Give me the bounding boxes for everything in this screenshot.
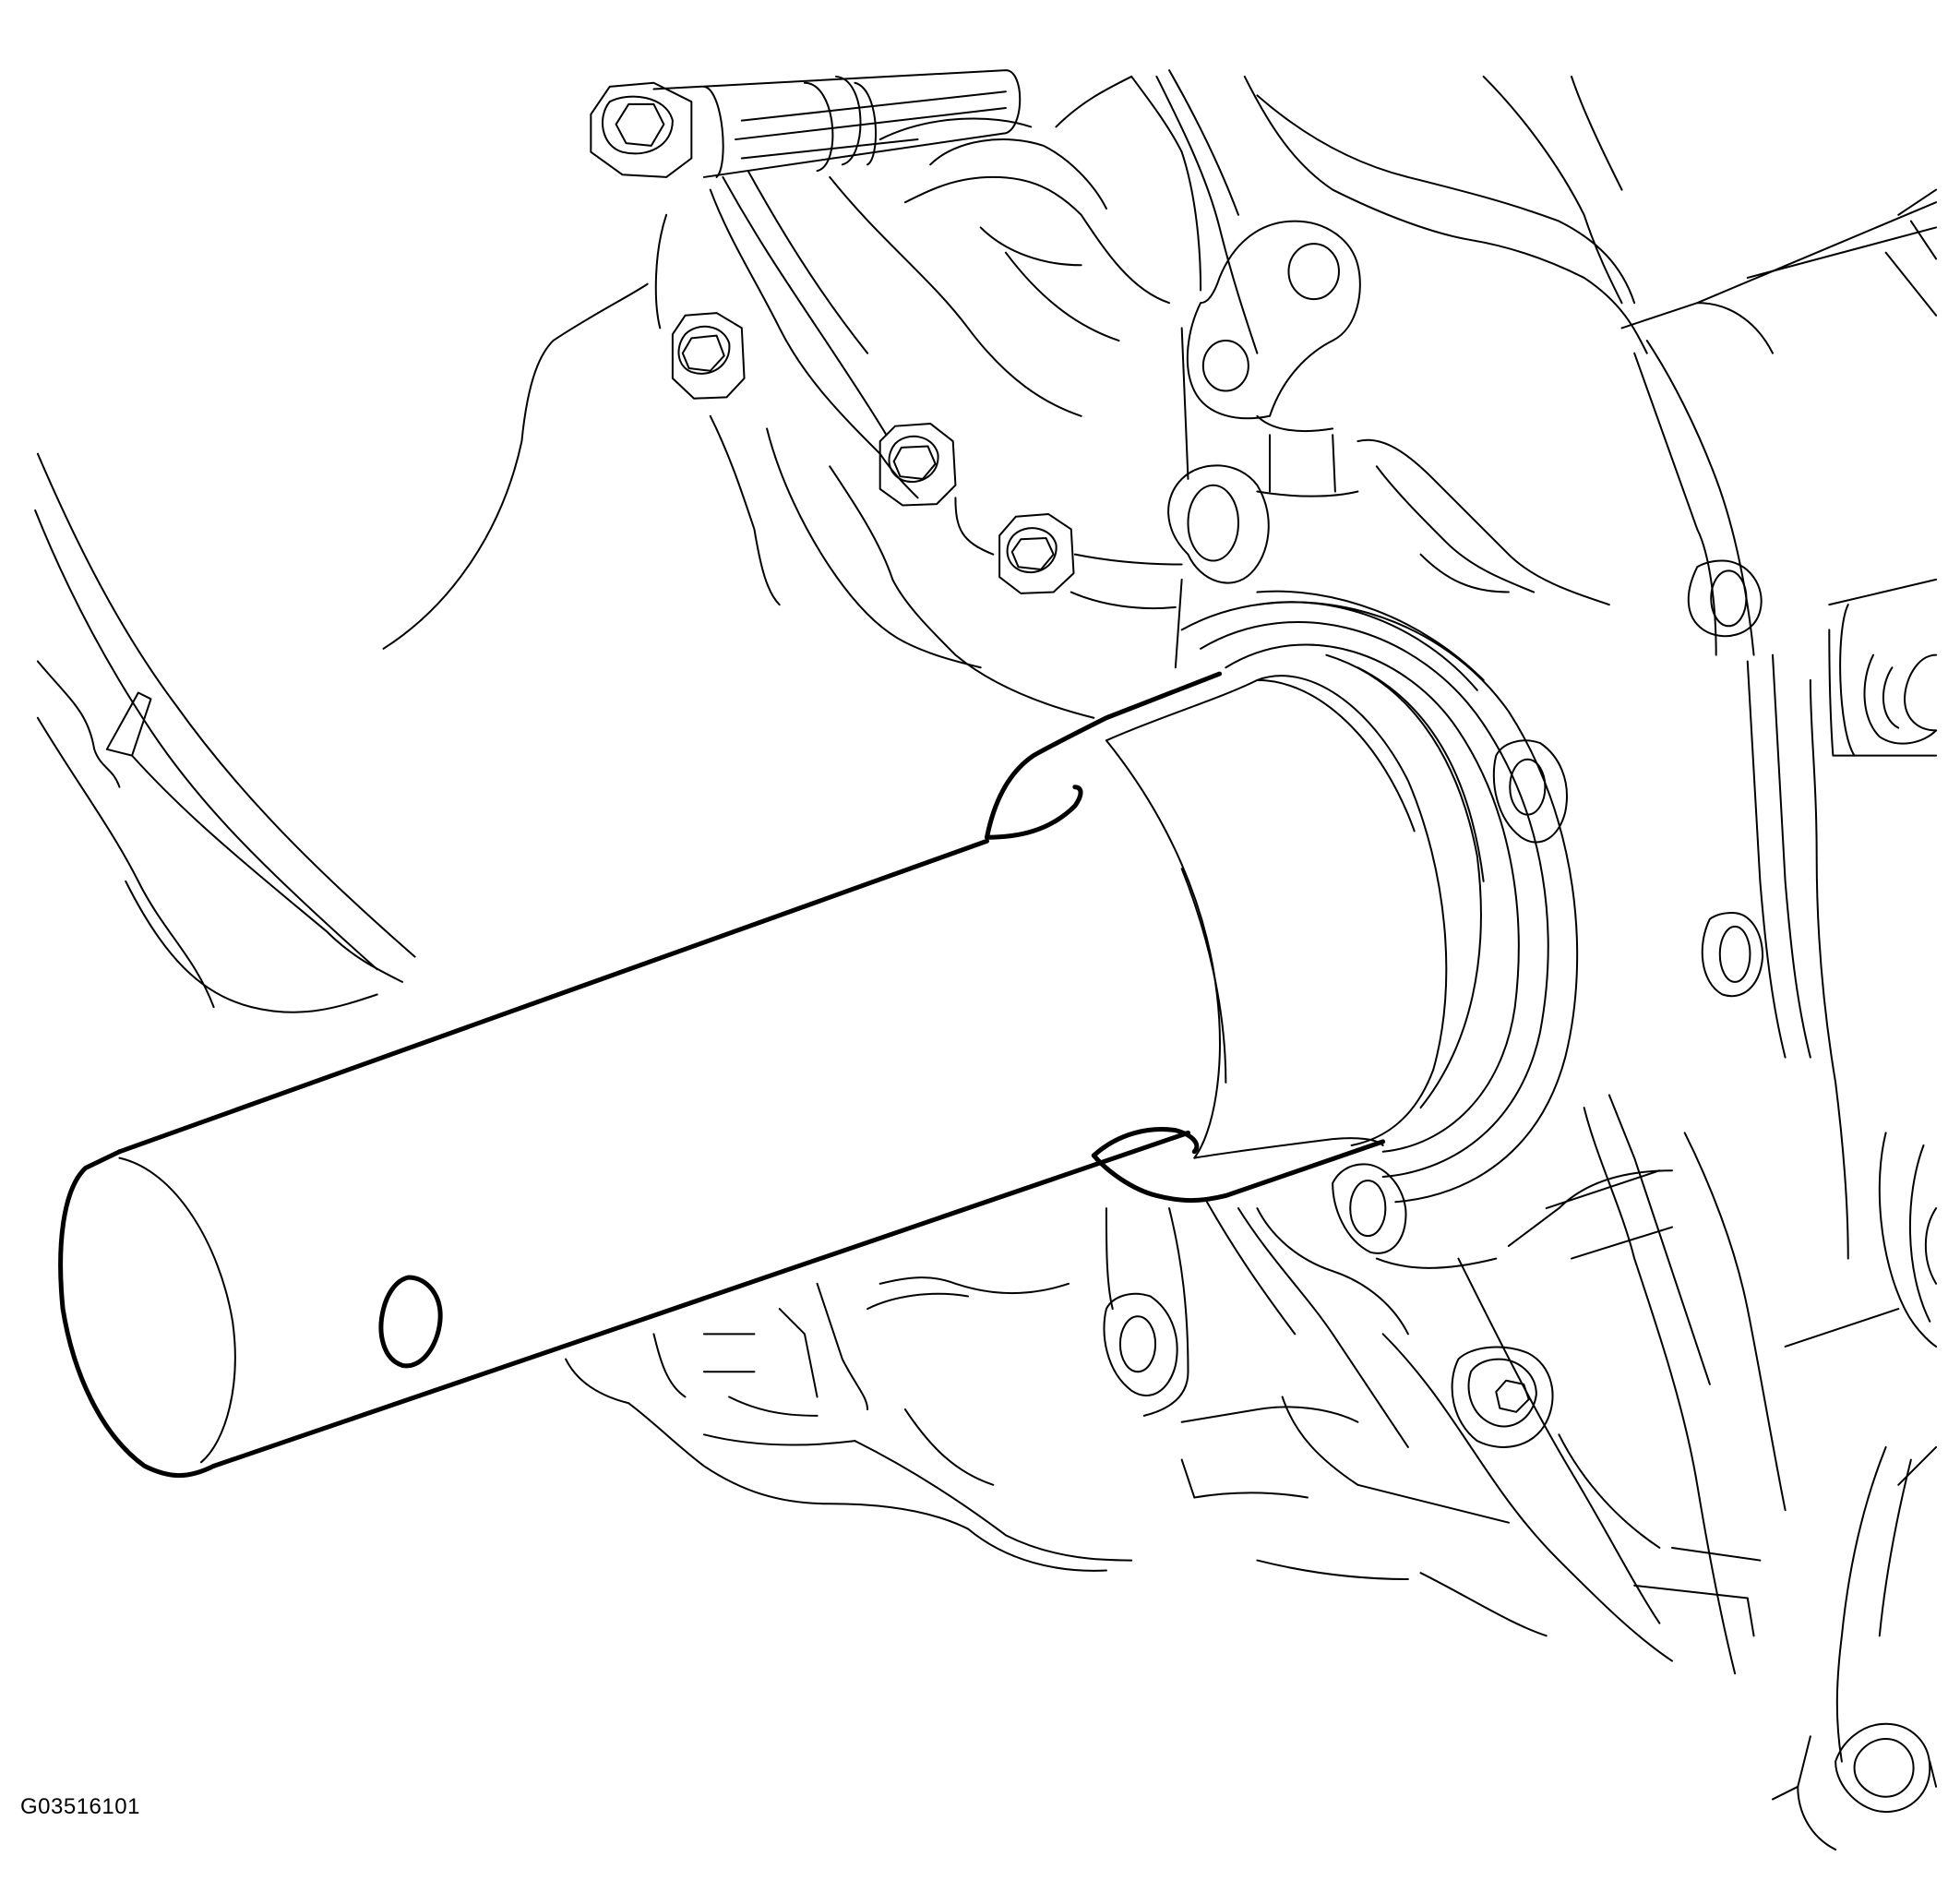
housing-right xyxy=(1357,190,1936,1259)
installer-handle-end-face xyxy=(119,1158,234,1463)
housing-outline-left xyxy=(35,454,414,1012)
casting-lower-center xyxy=(566,1208,1547,1635)
figure-id-label: G03516101 xyxy=(20,1794,140,1819)
housing-lower xyxy=(1207,1095,1936,1849)
installer-handle xyxy=(61,674,1383,1476)
seal-bore xyxy=(1182,592,1577,1203)
upper-shaft xyxy=(653,70,1020,177)
casting-contours xyxy=(384,70,1647,718)
bolts-casting xyxy=(673,313,1182,608)
bolt-top-left xyxy=(591,83,691,177)
seal-installer-cup xyxy=(1106,676,1446,1157)
flange-upper xyxy=(1168,222,1360,668)
flange-boss-right xyxy=(1494,740,1567,842)
